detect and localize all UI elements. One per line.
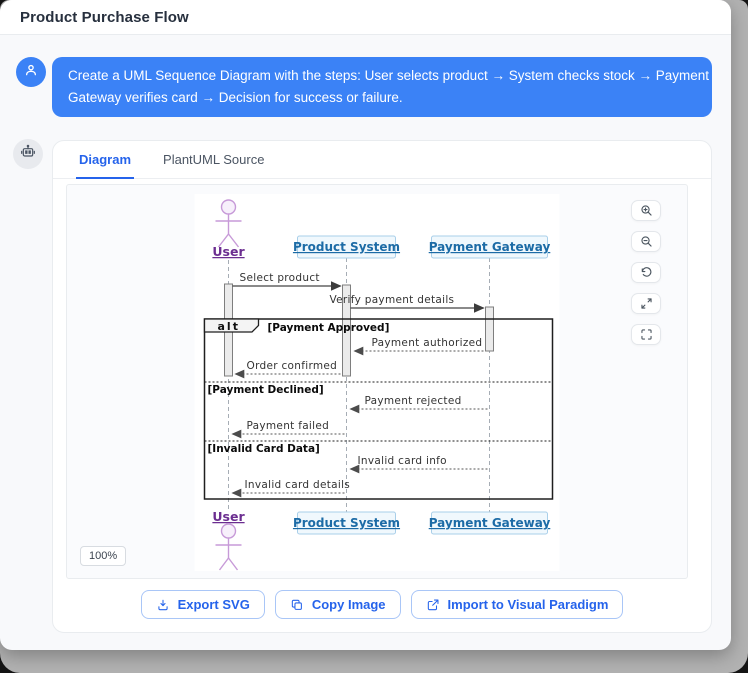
uml-sequence-diagram: User Product System Payment Gateway — [203, 199, 554, 571]
copy-image-label: Copy Image — [311, 597, 386, 612]
zoom-in-button[interactable] — [631, 200, 661, 221]
participant-payment-gateway-bottom: Payment Gateway — [429, 511, 551, 535]
participant-payment-gateway-label: Payment Gateway — [429, 240, 551, 254]
export-svg-button[interactable]: Export SVG — [140, 590, 265, 619]
reset-view-button[interactable] — [631, 262, 661, 283]
copy-icon — [291, 599, 302, 610]
import-to-visual-paradigm-button[interactable]: Import to Visual Paradigm — [410, 590, 624, 619]
diagram-viewport[interactable]: User Product System Payment Gateway — [66, 184, 688, 579]
message-payment-failed: Payment failed — [231, 420, 345, 439]
download-icon — [157, 599, 168, 610]
actor-user-bottom: User — [212, 509, 245, 571]
svg-text:Verify payment details: Verify payment details — [330, 294, 455, 306]
zoom-out-button[interactable] — [631, 231, 661, 252]
zoom-controls — [631, 200, 661, 345]
user-message-line2: Gateway verifies card → Decision for suc… — [68, 90, 403, 105]
actor-user-top: User — [212, 199, 245, 259]
copy-image-button[interactable]: Copy Image — [274, 590, 401, 619]
svg-text:Invalid card info: Invalid card info — [358, 455, 447, 467]
message-payment-authorized: Payment authorized — [353, 337, 484, 356]
expand-button[interactable] — [631, 293, 661, 314]
tab-plantuml-source[interactable]: PlantUML Source — [163, 152, 265, 167]
user-message-bubble: Create a UML Sequence Diagram with the s… — [52, 57, 712, 117]
svg-text:Payment failed: Payment failed — [247, 420, 330, 432]
participant-payment-gateway-top: Payment Gateway — [429, 235, 551, 259]
assistant-avatar — [13, 139, 43, 169]
condition-declined: [Payment Declined] — [208, 384, 324, 396]
actor-user-label: User — [212, 244, 245, 259]
tab-bar: Diagram PlantUML Source — [53, 141, 711, 179]
fullscreen-button[interactable] — [631, 324, 661, 345]
message-invalid-card-info: Invalid card info — [349, 455, 488, 474]
message-invalid-card-details: Invalid card details — [231, 479, 351, 498]
message-select-product: Select product — [232, 272, 342, 291]
zoom-out-icon — [640, 236, 652, 247]
diagram-canvas[interactable]: User Product System Payment Gateway — [194, 194, 560, 571]
user-avatar-icon — [23, 62, 39, 83]
page-title: Product Purchase Flow — [20, 8, 189, 26]
svg-text:Payment Gateway: Payment Gateway — [429, 516, 551, 530]
actor-user-label-bottom: User — [212, 509, 245, 524]
alt-keyword: alt — [218, 320, 240, 333]
svg-text:Select product: Select product — [240, 272, 320, 284]
app-window: Product Purchase Flow Create a UML Seque… — [0, 0, 731, 650]
import-to-visual-paradigm-label: Import to Visual Paradigm — [447, 597, 609, 612]
participant-product-system-top: Product System — [293, 235, 400, 259]
action-bar: Export SVG Copy Image Import to Visual P… — [53, 577, 711, 632]
participant-product-system-label: Product System — [293, 240, 400, 254]
condition-approved: [Payment Approved] — [268, 322, 390, 334]
window-header: Product Purchase Flow — [0, 0, 731, 35]
svg-text:Product System: Product System — [293, 516, 400, 530]
condition-invalid: [Invalid Card Data] — [208, 443, 320, 455]
svg-text:Payment authorized: Payment authorized — [372, 337, 483, 349]
user-avatar — [16, 57, 46, 87]
zoom-level-badge: 100% — [80, 546, 127, 566]
reset-view-icon — [641, 267, 651, 277]
svg-text:Payment rejected: Payment rejected — [365, 395, 462, 407]
zoom-in-icon — [640, 205, 652, 216]
robot-icon — [20, 144, 36, 165]
alt-fragment: alt [Payment Approved] [Payment Declined… — [203, 318, 554, 500]
tab-diagram[interactable]: Diagram — [76, 142, 135, 179]
assistant-result-card: Diagram PlantUML Source — [52, 140, 712, 633]
user-message-line1: Create a UML Sequence Diagram with the s… — [68, 68, 710, 83]
message-order-confirmed: Order confirmed — [234, 360, 341, 379]
expand-icon — [640, 298, 652, 309]
participant-product-system-bottom: Product System — [293, 511, 400, 535]
svg-text:Invalid card details: Invalid card details — [245, 479, 351, 491]
fullscreen-icon — [640, 329, 652, 340]
svg-text:Order confirmed: Order confirmed — [247, 360, 338, 372]
external-link-icon — [427, 599, 439, 610]
message-payment-rejected: Payment rejected — [349, 395, 488, 414]
message-verify-payment: Verify payment details — [330, 294, 485, 313]
export-svg-label: Export SVG — [177, 597, 250, 612]
